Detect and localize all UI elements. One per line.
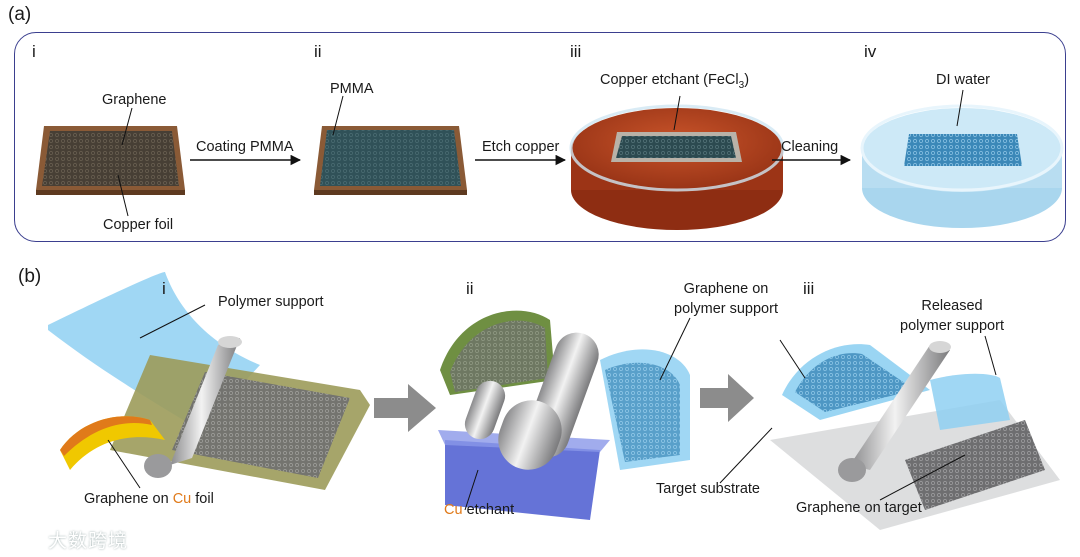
etchant-pointer: [673, 95, 681, 131]
process-arrow-2: [700, 374, 754, 422]
copper-foil-pointer: [117, 174, 129, 217]
graphene-pointer: [121, 107, 133, 146]
pmma-coated-sample: [314, 126, 467, 195]
di-water-label: DI water: [936, 72, 990, 88]
graphene-label: Graphene: [102, 92, 167, 108]
target-substrate-label: Target substrate: [656, 481, 760, 497]
roll-transfer-iii: [770, 341, 1060, 530]
released-polymer-pointer: [984, 335, 997, 376]
graphene-target-pointer: [879, 454, 966, 501]
etchant-dish: [569, 104, 785, 230]
graphene-polymer-iii-pointer: [779, 339, 806, 379]
roll-transfer-ii: [438, 310, 690, 520]
step-a-ii: ii: [314, 42, 322, 61]
panel-a-label: (a): [8, 4, 32, 25]
step-a-iii: iii: [570, 42, 582, 61]
etch-copper-label: Etch copper: [482, 139, 560, 155]
panel-b-label: (b): [18, 266, 42, 287]
step-a-iv: iv: [864, 42, 877, 61]
step-b-iii: iii: [803, 279, 815, 298]
target-substrate-pointer: [719, 427, 773, 484]
watermark-logo: 大数跨境: [10, 526, 128, 554]
graphene-on-target-label: Graphene on target: [796, 500, 922, 516]
panel-a-frame: [14, 32, 1066, 242]
polymer-support-pointer: [139, 304, 206, 339]
pmma-label: PMMA: [330, 81, 374, 97]
step-b-ii: ii: [466, 279, 474, 298]
di-water-pointer: [956, 89, 964, 127]
cleaning-label: Cleaning: [781, 139, 839, 155]
cu-etchant-pointer: [464, 469, 479, 511]
process-arrow-1: [374, 384, 436, 432]
pmma-pointer: [332, 95, 344, 136]
cu-etchant-label: Cu etchant: [444, 502, 515, 518]
step-a-i: i: [32, 42, 36, 61]
di-water-dish: [860, 104, 1064, 228]
copper-foil-label: Copper foil: [103, 217, 174, 233]
copper-foil-with-graphene: [36, 126, 185, 195]
roll-transfer-i: [48, 272, 370, 490]
watermark-icon: [10, 529, 44, 554]
graphene-polymer-pointer: [659, 317, 691, 381]
graphene-cu-pointer: [107, 439, 141, 489]
coating-pmma-label: Coating PMMA: [196, 139, 294, 155]
step-b-i: i: [162, 279, 166, 298]
graphene-on-cu-label: Graphene on Cu foil: [84, 491, 214, 507]
copper-etchant-label: Copper etchant (FeCl3): [600, 72, 750, 91]
polymer-support-label: Polymer support: [218, 294, 324, 310]
